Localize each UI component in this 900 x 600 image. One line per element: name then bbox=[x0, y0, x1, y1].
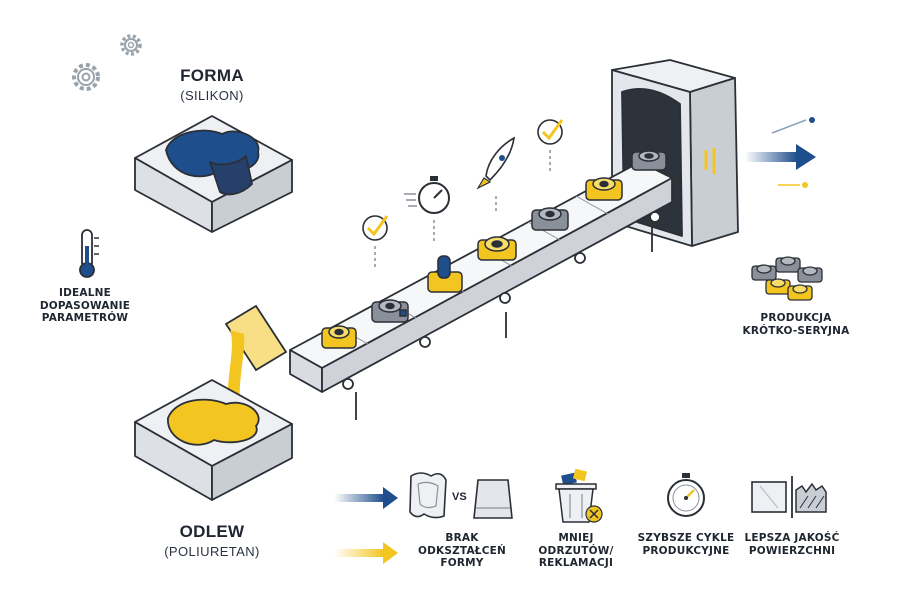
benefit-line: FORMY bbox=[440, 557, 484, 570]
cast-part bbox=[585, 177, 623, 201]
vs-label: VS bbox=[452, 491, 467, 503]
arrow-right-icon bbox=[334, 542, 398, 564]
product-stack bbox=[751, 256, 823, 301]
deformed-mold-icon bbox=[409, 472, 447, 519]
surface-quality-icon bbox=[751, 476, 827, 518]
benefit-faster-cycles: SZYBSZE CYKLE PRODUKCYJNE bbox=[630, 532, 742, 557]
gear-icon bbox=[72, 63, 100, 91]
benefit-line: LEPSZA JAKOŚĆ bbox=[744, 532, 840, 544]
benefit-line: ODRZUTÓW/ bbox=[538, 544, 614, 557]
cast-part bbox=[321, 325, 357, 349]
cast-part bbox=[427, 255, 463, 293]
benefit-line: MNIEJ bbox=[558, 532, 594, 544]
benefit-line: SZYBSZE CYKLE bbox=[637, 532, 735, 544]
gear-icon bbox=[120, 34, 142, 56]
mold-subtitle: (SILIKON) bbox=[180, 88, 244, 103]
trash-icon bbox=[555, 468, 603, 523]
parameters-line: IDEALNE bbox=[59, 287, 111, 299]
benefit-line: ODKSZTAŁCEŃ bbox=[417, 544, 507, 557]
stopwatch-icon bbox=[404, 176, 450, 242]
benefit-no-deformation: BRAK ODKSZTAŁCEŃ FORMY bbox=[410, 532, 514, 570]
production-line: KRÓTKO-SERYJNA bbox=[742, 324, 850, 337]
thermometer-icon bbox=[79, 229, 99, 278]
cast-box bbox=[134, 379, 293, 501]
arrow-right-icon bbox=[334, 487, 398, 509]
benefit-fewer-rejects: MNIEJ ODRZUTÓW/ REKLAMACJI bbox=[526, 532, 626, 570]
mold-title: FORMA bbox=[180, 66, 244, 85]
arrow-right-icon bbox=[745, 144, 816, 170]
parameters-line: DOPASOWANIE bbox=[39, 299, 131, 312]
check-icon bbox=[362, 215, 389, 270]
cast-subtitle: (POLIURETAN) bbox=[164, 544, 260, 559]
benefit-line: REKLAMACJI bbox=[538, 557, 614, 570]
stopwatch-icon bbox=[667, 473, 705, 517]
benefit-line: POWIERZCHNI bbox=[748, 544, 836, 557]
production-label: PRODUKCJA KRÓTKO-SERYJNA bbox=[736, 312, 856, 337]
cast-part bbox=[631, 150, 667, 171]
cast-title: ODLEW bbox=[179, 522, 245, 541]
intact-mold-icon bbox=[473, 479, 513, 519]
benefit-line: BRAK bbox=[445, 532, 479, 544]
rocket-icon bbox=[476, 136, 516, 214]
cast-part bbox=[531, 207, 569, 231]
check-icon bbox=[537, 119, 564, 172]
silicone-mold bbox=[134, 115, 293, 233]
parameters-line: PARAMETRÓW bbox=[41, 312, 129, 325]
cast-part bbox=[477, 236, 517, 261]
parameters-label: IDEALNE DOPASOWANIE PARAMETRÓW bbox=[30, 287, 140, 325]
production-line: PRODUKCJA bbox=[760, 312, 832, 324]
cast-part bbox=[371, 299, 409, 323]
pouring-cup bbox=[224, 304, 288, 402]
benefit-surface-quality: LEPSZA JAKOŚĆ POWIERZCHNI bbox=[736, 532, 848, 557]
benefit-line: PRODUKCYJNE bbox=[642, 544, 730, 557]
